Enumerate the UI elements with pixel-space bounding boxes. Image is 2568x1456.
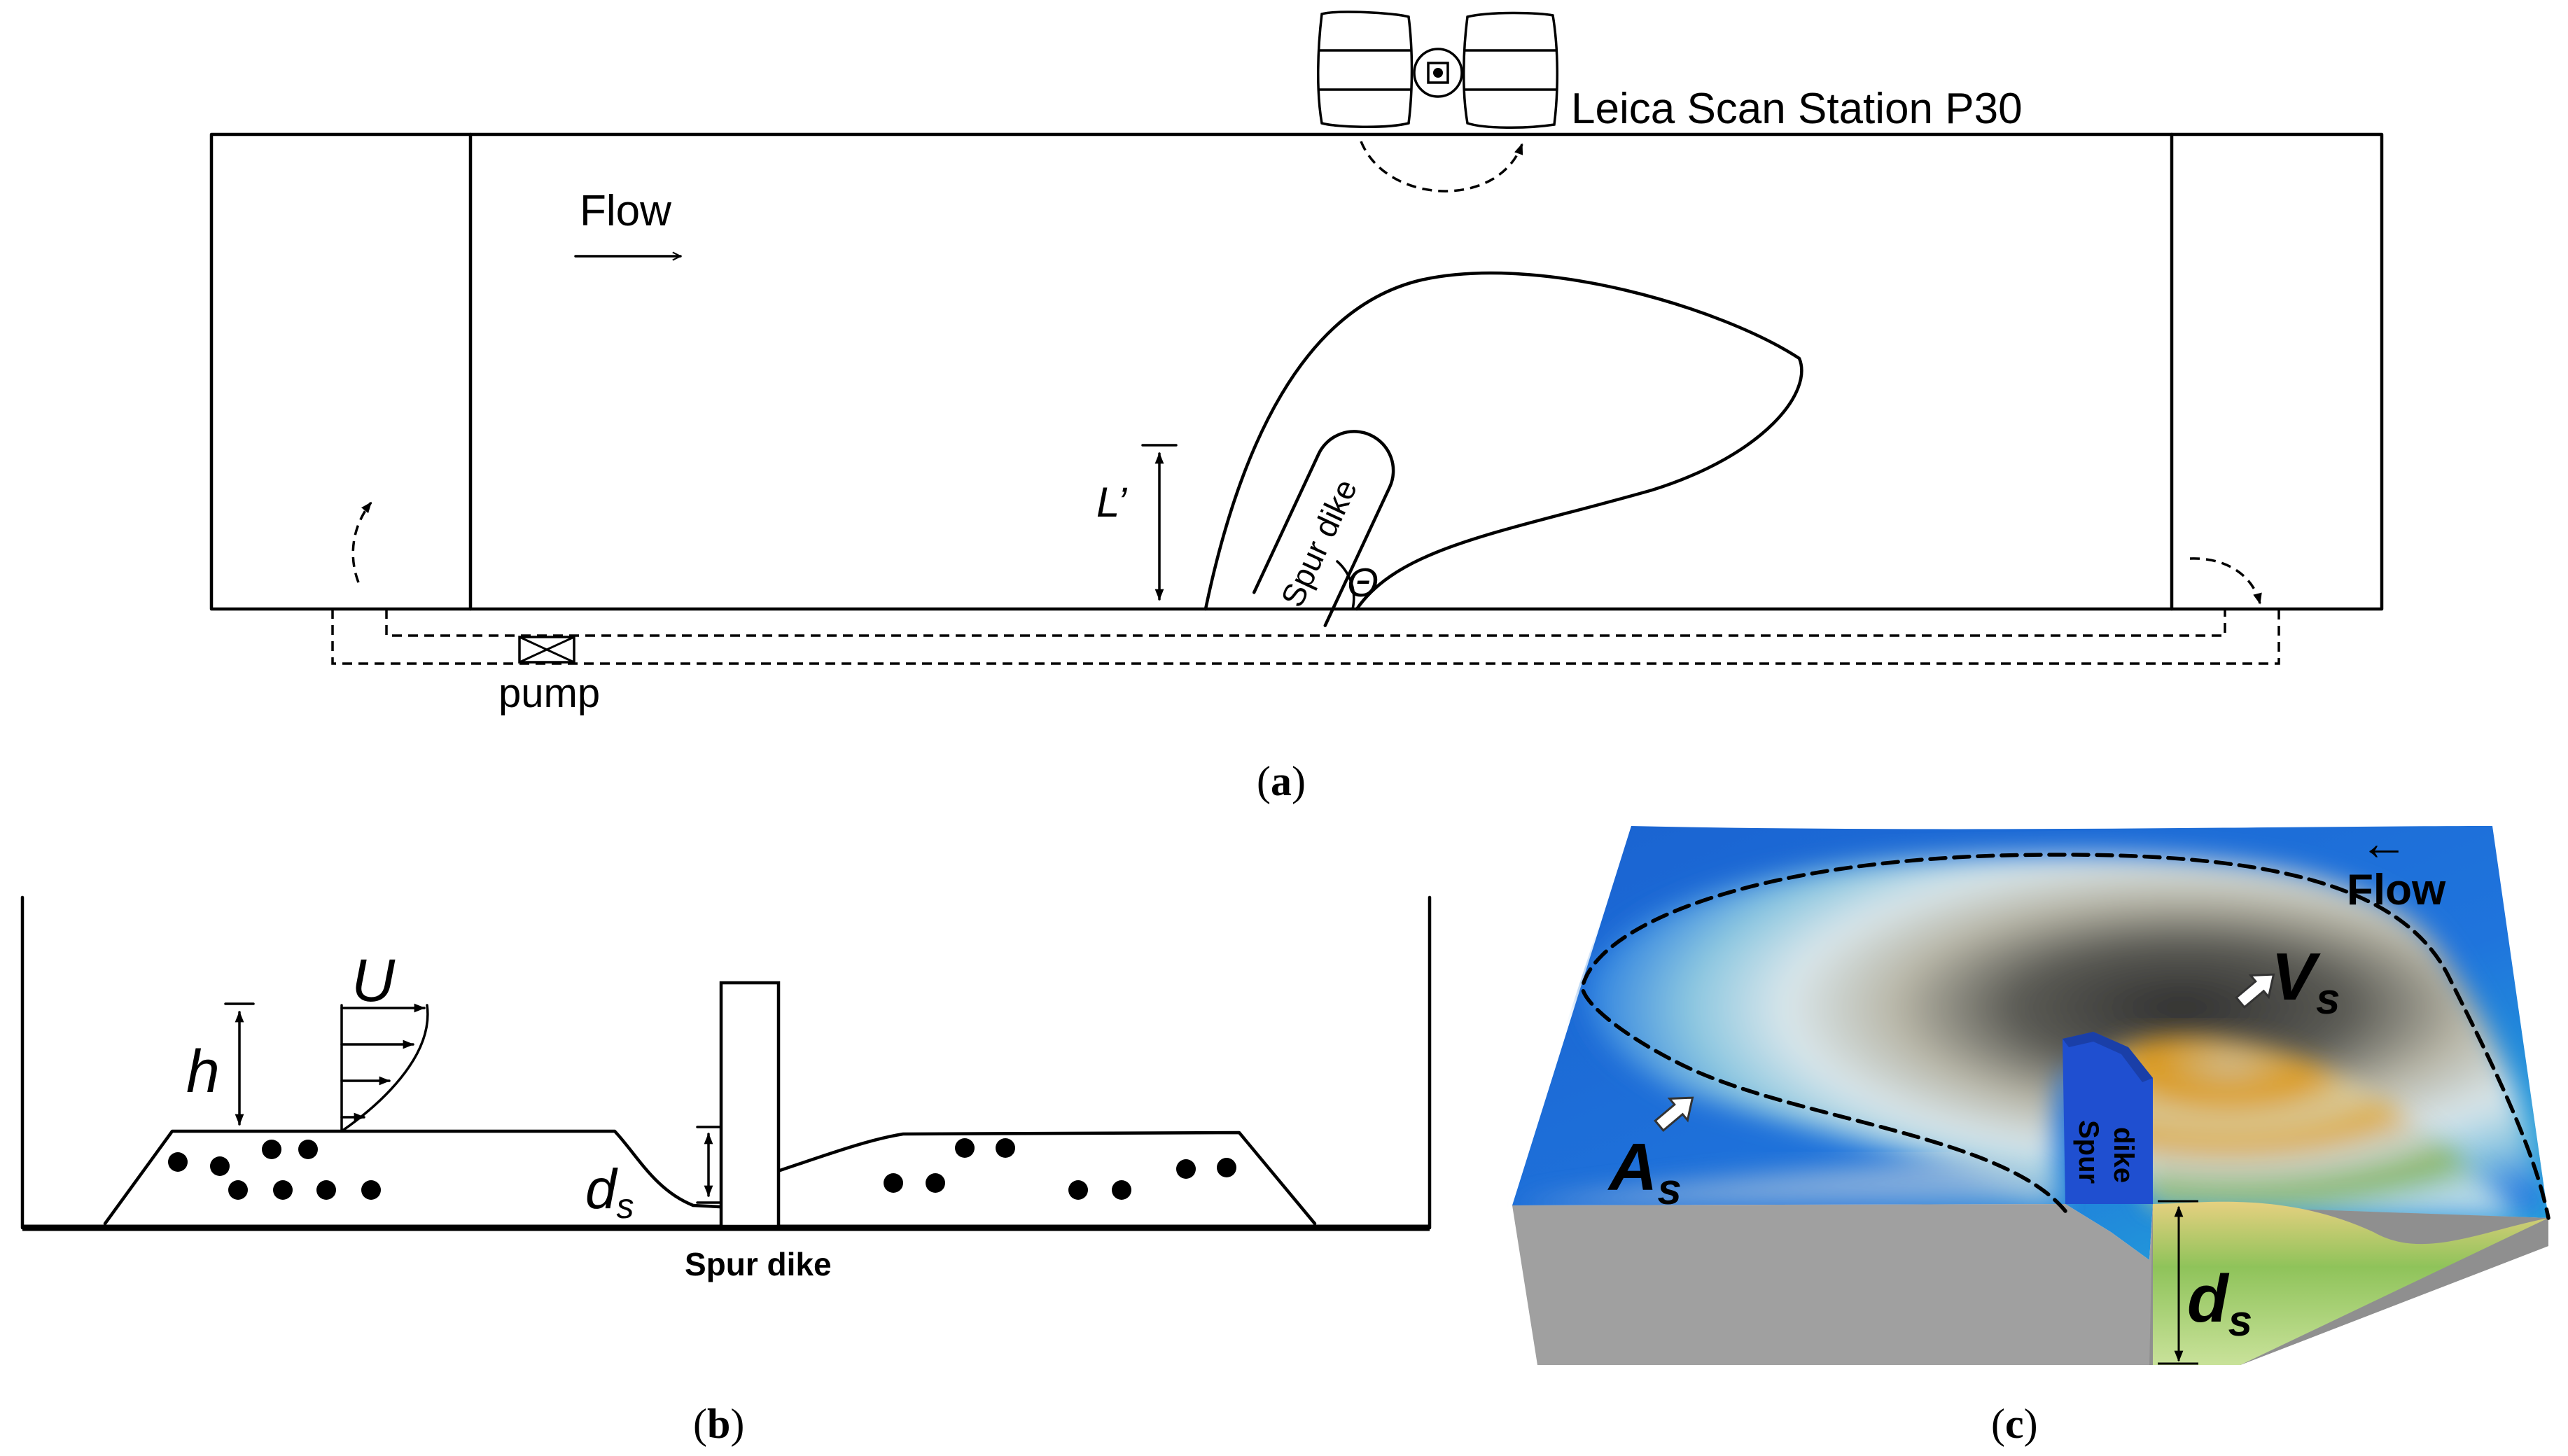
panel-a: pump Flow Leica Scan Station P30 Spur di… [209, 10, 2384, 804]
scanner-label: Leica Scan Station P30 [1571, 85, 2023, 133]
flow-label: Flow [580, 187, 671, 235]
laser-scanner-icon [1316, 10, 1559, 129]
area-symbol: As [1607, 1130, 1682, 1214]
velocity-symbol: U [351, 947, 396, 1014]
scour-pit-wall [2153, 1201, 2548, 1365]
scour-hole-outline [1203, 271, 1803, 611]
outlet-flow-arrow [2189, 557, 2262, 605]
volume-pointer-icon [2235, 973, 2275, 1009]
caption-b: (b) [693, 1401, 744, 1447]
spur-dike-plan: Spur dike [1252, 430, 1395, 627]
volume-symbol: Vs [2271, 939, 2340, 1023]
scour-depth-symbol-c: ds [2187, 1261, 2252, 1345]
right-sediment-bed [778, 1130, 1317, 1226]
scour-hole-surface [1512, 855, 2548, 1218]
panel-c: Spur dike Flow ← Vs As ds (c) [1512, 816, 2550, 1447]
sediment-particles [168, 1138, 1236, 1200]
spur-dike-label-c-line1: Spur [2073, 1120, 2104, 1184]
scanner-rotation-arrow [1360, 141, 1523, 192]
dike-angle-arc [1336, 560, 1355, 610]
pump-label: pump [498, 671, 600, 716]
flume-outline [209, 132, 2384, 611]
caption-a: (a) [1257, 758, 1306, 804]
left-sediment-bed [103, 1129, 722, 1226]
scour-symbol-b: ds [585, 1158, 634, 1226]
panel-b: U h ds Spur dike (b) [20, 895, 1432, 1447]
spur-dike-label-b: Spur dike [685, 1246, 832, 1282]
flow-arrow-c: ← [2359, 816, 2408, 870]
spur-dike-section [719, 981, 781, 1228]
length-label: L’ [1096, 479, 1128, 526]
caption-c: (c) [1991, 1401, 2038, 1447]
theta-label: Θ [1347, 560, 1379, 606]
recirculation-pipe-inner [385, 609, 2226, 637]
area-pointer-icon [1654, 1096, 1694, 1133]
inlet-flow-arrow [351, 501, 372, 583]
depth-symbol: h [186, 1038, 220, 1105]
spur-dike-label-c-line2: dike [2108, 1127, 2139, 1183]
pump-icon [518, 636, 575, 664]
scour-area-boundary [1580, 853, 2550, 1220]
flow-label-c: Flow [2347, 866, 2446, 914]
velocity-profile [340, 1003, 429, 1133]
spur-dike-3d [2063, 1032, 2153, 1204]
